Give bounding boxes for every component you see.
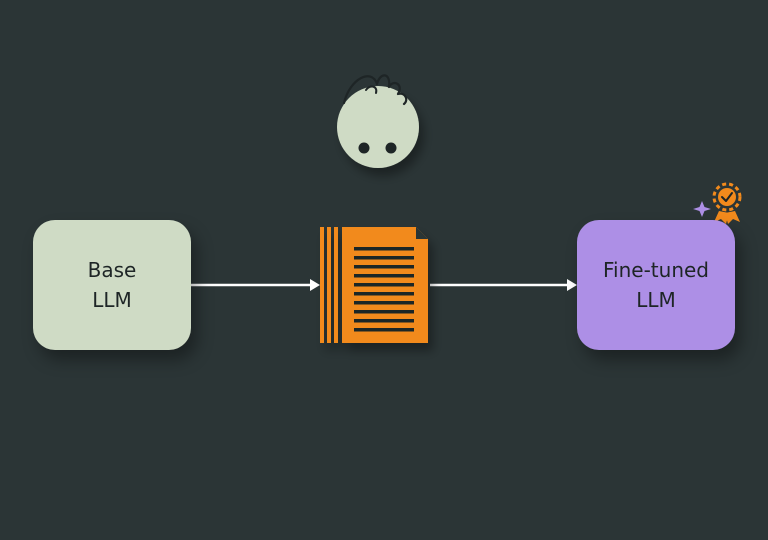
finetuned-llm-label-line1: Fine-tuned [603,258,709,282]
base-llm-label-line1: Base [87,258,137,282]
round-head-character-icon [337,74,419,168]
finetuned-llm-label-line2: LLM [636,288,676,312]
finetuned-llm-node: Fine-tuned LLM [577,220,735,350]
base-llm-label-line2: LLM [92,288,132,312]
award-badge-icon [712,182,742,224]
arrow-document-to-finetuned [430,279,577,291]
training-document-icon [320,227,428,343]
arrow-base-to-document [191,279,320,291]
base-llm-node: Base LLM [33,220,191,350]
